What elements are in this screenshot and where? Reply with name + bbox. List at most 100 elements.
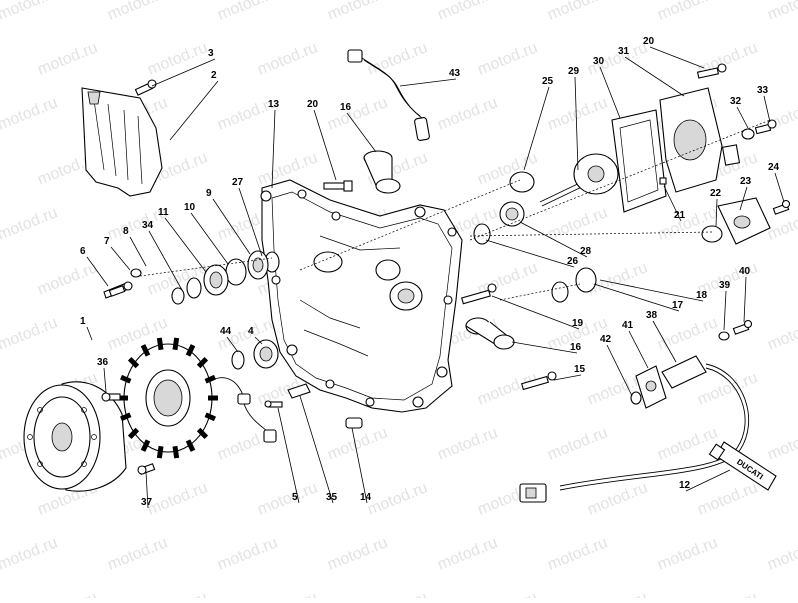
part-number-label: 33 [757, 85, 769, 96]
watermark-text: motod.ru [545, 204, 610, 243]
part-number-label: 2 [211, 70, 217, 81]
seal-bearing-44-4 [231, 339, 279, 370]
pump-cover [659, 87, 741, 193]
leader-line [212, 198, 251, 255]
watermark-text: motod.ru [435, 94, 500, 133]
stator-tooth [156, 445, 164, 459]
leader-line [723, 290, 727, 331]
stator-tooth [127, 427, 140, 439]
watermark-text: motod.ru [545, 94, 610, 133]
part-number-label: 32 [730, 96, 742, 107]
screw-3 [134, 79, 157, 96]
watermark-text: motod.ru [475, 589, 540, 598]
stator-tooth [204, 374, 216, 384]
watermark-text: motod.ru [655, 534, 720, 573]
leader-line [86, 256, 109, 287]
coupling-28 [499, 201, 525, 227]
part-number-label: 26 [567, 256, 579, 267]
watermark-text: motod.ru [475, 369, 540, 408]
sensor-cable-38 [519, 355, 749, 503]
bolt-40 [732, 319, 753, 335]
leader-line [226, 336, 239, 353]
bush-17 [551, 281, 569, 303]
stator-tooth [140, 344, 151, 357]
leader-line [271, 109, 276, 189]
part-number-label: 14 [360, 492, 372, 503]
sleeve-lower [465, 317, 515, 350]
leader-line [736, 106, 749, 129]
leader-line [519, 221, 588, 258]
watermark-text: motod.ru [0, 314, 60, 353]
part-number-label: 17 [672, 300, 684, 311]
watermark-text: motod.ru [35, 39, 100, 78]
watermark-text: motod.ru [145, 39, 210, 78]
watermark-text: motod.ru [255, 479, 320, 518]
part-number-label: 34 [142, 220, 154, 231]
dowel-14 [345, 417, 363, 429]
pin-21 [659, 177, 667, 185]
bolt-19 [461, 283, 497, 305]
bolt-24 [772, 199, 791, 215]
o-ring-42 [630, 391, 642, 405]
leader-line [652, 320, 677, 363]
leader-line [663, 185, 682, 222]
part-number-label: 23 [740, 176, 752, 187]
watermark-text: motod.ru [215, 534, 280, 573]
part-number-label: 20 [307, 99, 319, 110]
part-number-label: 35 [326, 492, 338, 503]
part-number-label: 12 [679, 480, 691, 491]
part-number-label: 24 [768, 162, 780, 173]
watermark-text: motod.ru [545, 0, 610, 24]
leader-line [277, 407, 300, 504]
bolt-6 [108, 285, 126, 297]
part-number-label: 19 [572, 318, 584, 329]
sensor-cable [347, 49, 430, 141]
stator-tooth [185, 344, 196, 357]
part-number-label: 20 [643, 36, 655, 47]
watermark-text: motod.ru [365, 479, 430, 518]
watermark-text: motod.ru [325, 534, 390, 573]
part-number-label: 25 [542, 76, 554, 87]
o-ring-22 [701, 225, 723, 243]
stator-tooth [204, 412, 216, 422]
watermark-text: motod.ru [255, 39, 320, 78]
part-number-label: 5 [292, 492, 298, 503]
washer-39 [718, 331, 730, 341]
watermark-text: motod.ru [365, 589, 430, 598]
leader-line [110, 246, 131, 271]
part-number-label: 37 [141, 497, 153, 508]
leader-line [763, 95, 771, 123]
bolt-15 [520, 371, 557, 391]
stator-tooth [185, 439, 196, 452]
part-number-label: 15 [574, 364, 586, 375]
stator-tooth [120, 374, 132, 384]
watermark-text: motod.ru [655, 314, 720, 353]
watermark-text: motod.ru [435, 0, 500, 24]
leader-lines [86, 46, 785, 509]
watermark-text: motod.ru [695, 369, 760, 408]
leader-line [574, 76, 579, 171]
part-number-label: 44 [220, 326, 232, 337]
leader-line [86, 326, 93, 341]
watermark-text: motod.ru [0, 534, 60, 573]
part-number-label: 36 [97, 357, 109, 368]
part-number-label: 40 [739, 266, 751, 277]
leader-line [145, 471, 149, 509]
watermark-text: motod.ru [215, 0, 280, 24]
parts-layer: DUCATI [23, 46, 791, 509]
part-number-label: 29 [568, 66, 580, 77]
watermark-text: motod.ru [365, 39, 430, 78]
watermark-text: motod.ru [0, 94, 60, 133]
watermark-text: motod.ru [105, 0, 170, 24]
leader-line [148, 230, 183, 291]
watermark-text: motod.ru [105, 534, 170, 573]
watermark-text: motod.ru [585, 479, 650, 518]
leader-line [511, 341, 578, 354]
part-number-label: 1 [80, 316, 86, 327]
sleeve-top [363, 150, 401, 194]
watermark-text: motod.ru [35, 589, 100, 598]
part-number-label: 42 [600, 334, 612, 345]
leader-line [628, 330, 649, 369]
part-number-label: 43 [449, 68, 461, 79]
